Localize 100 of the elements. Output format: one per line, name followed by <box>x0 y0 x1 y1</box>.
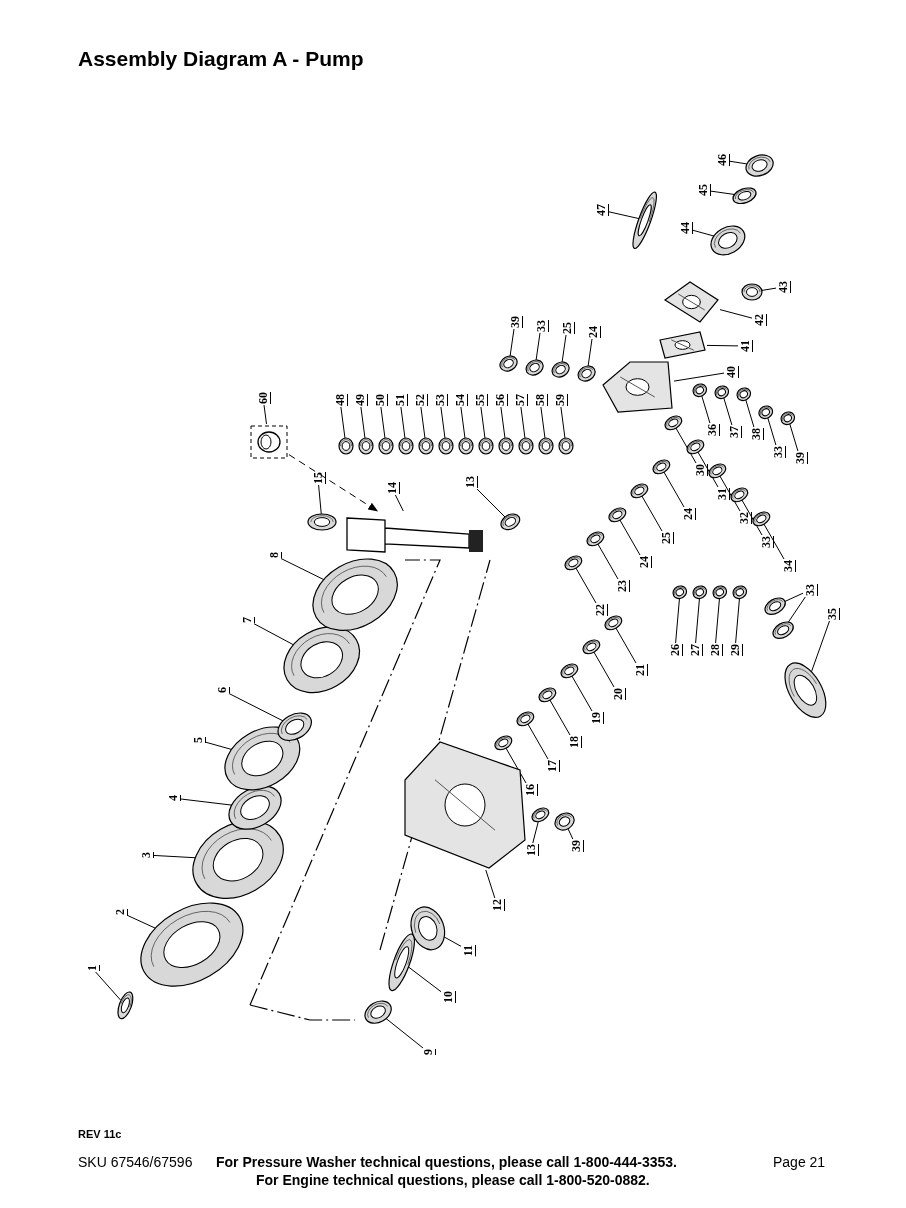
leader-line <box>340 406 346 439</box>
leader-line <box>641 495 663 532</box>
part-drawing <box>663 415 683 431</box>
leader-line <box>587 338 593 368</box>
part-drawing <box>692 382 708 398</box>
leader-line <box>719 475 741 512</box>
callout-number: 51 <box>394 394 406 406</box>
part-drawing <box>585 531 605 547</box>
support-note: For Pressure Washer technical questions, please call 1-800-444-3353. <box>216 1154 677 1170</box>
part-drawing <box>692 584 708 600</box>
part-drawing <box>771 620 795 640</box>
callout-number: 39 <box>509 316 521 328</box>
leader-line <box>810 620 830 673</box>
part-drawing <box>651 459 671 475</box>
callout-number: 38 <box>750 428 762 440</box>
part-drawing <box>732 187 758 205</box>
leader-line <box>520 406 526 439</box>
callout-number: 19 <box>590 712 602 724</box>
leader-line <box>607 211 640 220</box>
part-drawing <box>632 190 658 250</box>
part-drawing <box>478 437 494 455</box>
callout-number: 29 <box>729 644 741 656</box>
leader-line <box>280 558 326 581</box>
leader-line <box>675 597 680 644</box>
leader-line <box>691 229 715 237</box>
part-drawing <box>499 355 519 373</box>
diagram-title: Assembly Diagram A - Pump <box>78 47 364 71</box>
callout-number: 7 <box>241 617 253 623</box>
leader-line <box>535 332 541 362</box>
leader-line <box>527 723 549 760</box>
part-drawing <box>712 584 728 600</box>
callout-number: 9 <box>422 1049 434 1055</box>
leader-line <box>735 597 740 644</box>
callout-number: 55 <box>474 394 486 406</box>
leader-line <box>400 406 406 439</box>
leader-line <box>360 406 366 439</box>
part-drawing <box>629 483 649 499</box>
callout-number: 39 <box>794 452 806 464</box>
callout-number: 50 <box>374 394 386 406</box>
leader-line <box>540 406 546 439</box>
leader-line <box>380 406 386 439</box>
leader-line <box>443 936 462 947</box>
callout-number: 37 <box>728 426 740 438</box>
part-drawing <box>581 639 601 655</box>
callout-number: 33 <box>804 584 816 596</box>
part-drawing <box>741 283 763 301</box>
part-drawing <box>283 626 361 694</box>
leader-line <box>228 693 285 722</box>
leader-line <box>719 309 753 319</box>
leader-line <box>787 596 806 623</box>
callout-number: 3 <box>140 852 152 858</box>
part-drawing <box>559 663 579 679</box>
callout-number: 32 <box>738 512 750 524</box>
leader-line <box>615 627 637 664</box>
leader-line <box>561 334 567 364</box>
leader-line <box>179 798 233 806</box>
callout-number: 39 <box>570 840 582 852</box>
part-drawing <box>758 404 774 420</box>
part-drawing <box>603 615 623 631</box>
callout-number: 59 <box>554 394 566 406</box>
callout-number: 58 <box>534 394 546 406</box>
part-drawing <box>398 437 414 455</box>
part-drawing <box>363 999 393 1025</box>
support-note: For Engine technical questions, please call 1-800-520-0882. <box>256 1172 650 1188</box>
leader-line <box>597 543 619 580</box>
leader-line <box>253 623 296 646</box>
leader-line <box>763 523 785 560</box>
leader-line <box>263 404 267 425</box>
callout-number: 48 <box>334 394 346 406</box>
leader-line <box>673 372 725 382</box>
leader-line <box>619 519 641 556</box>
part-drawing <box>563 555 583 571</box>
callout-number: 24 <box>682 508 694 520</box>
page-number: Page 21 <box>773 1154 826 1170</box>
leader-line <box>701 395 711 424</box>
callout-number: 14 <box>386 482 398 494</box>
callout-number: 12 <box>491 899 503 911</box>
leader-line <box>571 675 593 712</box>
part-drawing <box>714 384 730 400</box>
callout-number: 49 <box>354 394 366 406</box>
leader-line <box>318 484 322 515</box>
part-drawing <box>664 281 719 323</box>
callout-number: 28 <box>709 644 721 656</box>
part-drawing <box>358 437 374 455</box>
callout-number: 36 <box>706 424 718 436</box>
callout-number: 24 <box>638 556 650 568</box>
leader-line <box>420 406 426 439</box>
callout-number: 5 <box>192 737 204 743</box>
part-drawing <box>732 584 748 600</box>
callout-number: 23 <box>616 580 628 592</box>
callout-number: 57 <box>514 394 526 406</box>
part-drawing <box>672 584 688 600</box>
part-drawing <box>780 410 796 426</box>
callout-number: 16 <box>524 784 536 796</box>
callout-number: 8 <box>268 552 280 558</box>
leader-line <box>505 747 527 784</box>
sku-number: SKU 67546/67596 <box>78 1154 193 1170</box>
callout-number: 27 <box>689 644 701 656</box>
part-drawing <box>458 437 474 455</box>
leader-line <box>761 287 777 291</box>
